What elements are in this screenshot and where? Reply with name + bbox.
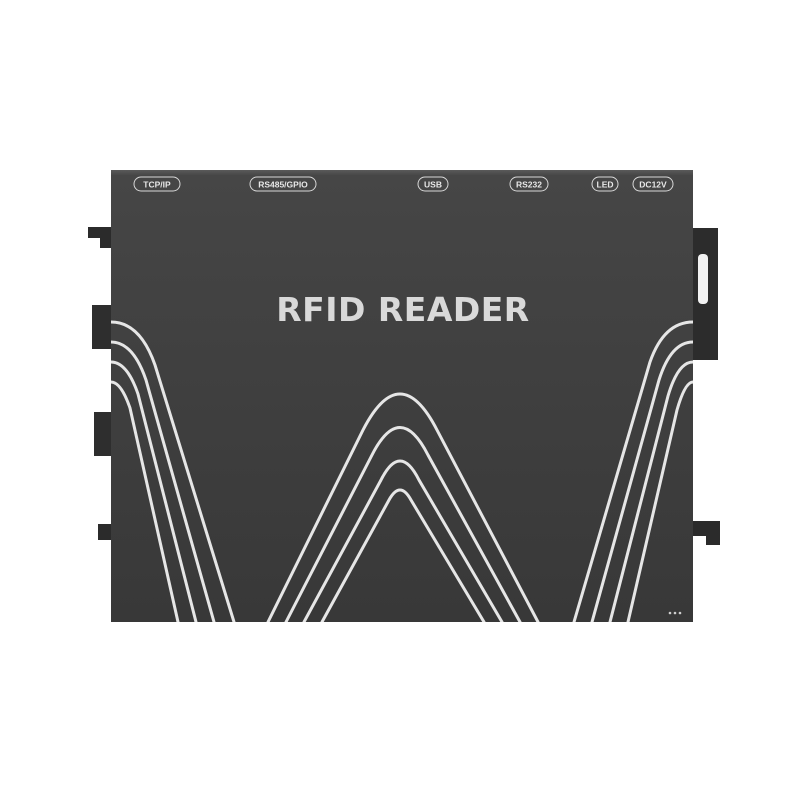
port-label-tcp-ip: TCP/IP [133,176,181,192]
port-label-rs232: RS232 [509,176,549,192]
port-label-text: TCP/IP [143,180,171,190]
port-label-rs485-gpio: RS485/GPIO [249,176,317,192]
port-label-dc12v: DC12V [632,176,674,192]
port-label-led: LED [591,176,619,192]
decorative-wave-lines [111,320,693,622]
device-top-edge [111,170,693,176]
left-mounting-bracket [88,227,111,540]
port-label-text: RS232 [516,180,542,190]
port-label-text: LED [597,180,614,190]
brand-title: RFID READER [276,290,529,329]
status-dots-icon [668,611,682,615]
right-mounting-bracket [693,228,720,545]
port-label-text: RS485/GPIO [258,180,308,190]
device-body [111,170,693,622]
port-labels: TCP/IP RS485/GPIO USB RS232 LED DC12V [133,176,674,192]
port-label-text: DC12V [639,180,667,190]
port-label-text: USB [424,180,442,190]
port-label-usb: USB [417,176,449,192]
